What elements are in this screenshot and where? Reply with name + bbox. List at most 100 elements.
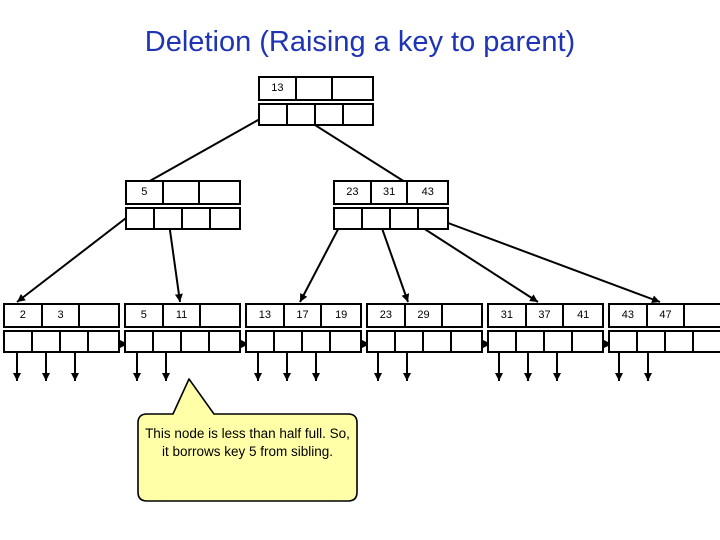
leaf-4-pointer-cell-3[interactable] (452, 332, 482, 351)
edge-internal-right-to-leaf-6 (431, 216, 661, 303)
internal-left-pointer-cell-2[interactable] (183, 209, 212, 228)
leaf-6-key-cell-1[interactable]: 47 (647, 305, 686, 326)
leaf-6-pointer-cell-0[interactable] (610, 332, 639, 351)
leaf-5-key-cell-1[interactable]: 37 (526, 305, 565, 326)
internal-left-pointer-cell-0[interactable] (127, 209, 156, 228)
leaf-5-key-cell-0[interactable]: 31 (489, 305, 527, 326)
leaf-6-pointer-row (608, 330, 720, 353)
leaf-3-pointer-cell-3[interactable] (331, 332, 361, 351)
leaf-2-pointer-cell-0[interactable] (126, 332, 155, 351)
tree-node-leaf-5[interactable]: 31 37 41 (487, 303, 604, 353)
leaf-5-key-cell-2[interactable]: 41 (564, 305, 602, 326)
internal-left-key-cell-0[interactable]: 5 (127, 182, 164, 203)
tree-node-internal-right[interactable]: 23 31 43 (333, 180, 449, 230)
leaf-5-pointer-cell-1[interactable] (517, 332, 546, 351)
tree-node-leaf-1[interactable]: 2 3 (3, 303, 120, 353)
internal-right-pointer-cell-3[interactable] (419, 209, 447, 228)
leaf-2-key-cell-0[interactable]: 5 (126, 305, 164, 326)
leaf-1-key-row: 2 3 (3, 303, 120, 328)
leaf-3-key-cell-0[interactable]: 13 (247, 305, 285, 326)
leaf-1-pointer-row (3, 330, 120, 353)
internal-right-key-cell-2[interactable]: 43 (408, 182, 448, 203)
internal-left-key-row: 5 (125, 180, 241, 205)
leaf-3-key-row: 13 17 19 (245, 303, 362, 328)
leaf-3-pointer-cell-2[interactable] (303, 332, 332, 351)
root-pointer-cell-0[interactable] (260, 105, 289, 124)
leaf-1-key-cell-0[interactable]: 2 (5, 305, 43, 326)
leaf-4-key-cell-1[interactable]: 29 (405, 305, 444, 326)
leaf-1-pointer-cell-3[interactable] (89, 332, 119, 351)
internal-left-pointer-cell-3[interactable] (211, 209, 239, 228)
leaf-2-key-row: 5 11 (124, 303, 241, 328)
leaf-4-key-cell-2[interactable] (443, 305, 481, 326)
leaf-4-key-row: 23 29 (366, 303, 483, 328)
leaf-5-pointer-cell-2[interactable] (545, 332, 574, 351)
leaf-1-pointer-cell-0[interactable] (5, 332, 34, 351)
leaf-5-key-row: 31 37 41 (487, 303, 604, 328)
leaf-6-key-row: 43 47 (608, 303, 720, 328)
callout-bubble-shape[interactable] (137, 378, 358, 502)
leaf-5-pointer-cell-3[interactable] (573, 332, 603, 351)
edge-internal-left-to-leaf-1 (16, 214, 131, 303)
leaf-3-pointer-cell-0[interactable] (247, 332, 276, 351)
internal-right-pointer-cell-0[interactable] (335, 209, 364, 228)
leaf-5-pointer-row (487, 330, 604, 353)
leaf-4-pointer-cell-2[interactable] (424, 332, 453, 351)
tree-node-leaf-6[interactable]: 43 47 (608, 303, 720, 353)
internal-right-pointer-row (333, 207, 449, 230)
internal-left-key-cell-1[interactable] (163, 182, 201, 203)
leaf-2-pointer-cell-2[interactable] (182, 332, 211, 351)
leaf-6-pointer-cell-1[interactable] (638, 332, 667, 351)
edge-internal-right-to-leaf-5 (405, 216, 539, 303)
leaf-3-key-cell-1[interactable]: 17 (284, 305, 323, 326)
root-key-cell-0[interactable]: 13 (260, 78, 297, 99)
leaf-4-key-cell-0[interactable]: 23 (368, 305, 406, 326)
leaf-3-pointer-row (245, 330, 362, 353)
tree-node-internal-left[interactable]: 5 (125, 180, 241, 230)
leaf-4-pointer-cell-1[interactable] (396, 332, 425, 351)
internal-left-pointer-cell-1[interactable] (155, 209, 184, 228)
leaf-2-key-cell-1[interactable]: 11 (163, 305, 202, 326)
edge-internal-right-to-leaf-3 (299, 215, 346, 303)
leaf-6-pointer-cell-3[interactable] (694, 332, 720, 351)
root-pointer-cell-1[interactable] (288, 105, 317, 124)
leaf-1-key-cell-2[interactable] (80, 305, 118, 326)
leaf-6-key-cell-2[interactable] (685, 305, 720, 326)
internal-right-key-row: 23 31 43 (333, 180, 449, 205)
leaf-4-pointer-row (366, 330, 483, 353)
root-key-cell-1[interactable] (296, 78, 334, 99)
tree-node-root[interactable]: 13 (258, 76, 374, 126)
tree-node-leaf-3[interactable]: 13 17 19 (245, 303, 362, 353)
internal-right-key-cell-0[interactable]: 23 (335, 182, 372, 203)
internal-right-key-cell-1[interactable]: 31 (371, 182, 409, 203)
edge-internal-right-to-leaf-4 (377, 216, 410, 303)
tree-node-leaf-4[interactable]: 23 29 (366, 303, 483, 353)
internal-right-pointer-cell-2[interactable] (391, 209, 420, 228)
leaf-2-pointer-cell-1[interactable] (154, 332, 183, 351)
root-pointer-cell-2[interactable] (316, 105, 345, 124)
root-key-cell-2[interactable] (333, 78, 373, 99)
leaf-2-pointer-cell-3[interactable] (210, 332, 240, 351)
leaf-6-pointer-cell-2[interactable] (666, 332, 695, 351)
leaf-1-pointer-cell-1[interactable] (33, 332, 62, 351)
internal-right-pointer-cell-1[interactable] (363, 209, 392, 228)
leaf-3-key-cell-2[interactable]: 19 (322, 305, 360, 326)
leaf-5-pointer-cell-0[interactable] (489, 332, 518, 351)
leaf-4-pointer-cell-0[interactable] (368, 332, 397, 351)
leaf-6-key-cell-0[interactable]: 43 (610, 305, 648, 326)
edge-root-to-internal-left (147, 115, 267, 183)
internal-left-key-cell-2[interactable] (200, 182, 240, 203)
callout-text: This node is less than half full. So, it… (145, 426, 350, 459)
leaf-1-pointer-cell-2[interactable] (61, 332, 90, 351)
root-key-row: 13 (258, 76, 374, 101)
page-title: Deletion (Raising a key to parent) (144, 26, 576, 58)
leaf-2-key-cell-2[interactable] (201, 305, 239, 326)
root-pointer-row (258, 103, 374, 126)
leaf-1-key-cell-1[interactable]: 3 (42, 305, 81, 326)
root-pointer-cell-3[interactable] (344, 105, 372, 124)
tree-node-leaf-2[interactable]: 5 11 (124, 303, 241, 353)
internal-left-pointer-row (125, 207, 241, 230)
leaf-3-pointer-cell-1[interactable] (275, 332, 304, 351)
